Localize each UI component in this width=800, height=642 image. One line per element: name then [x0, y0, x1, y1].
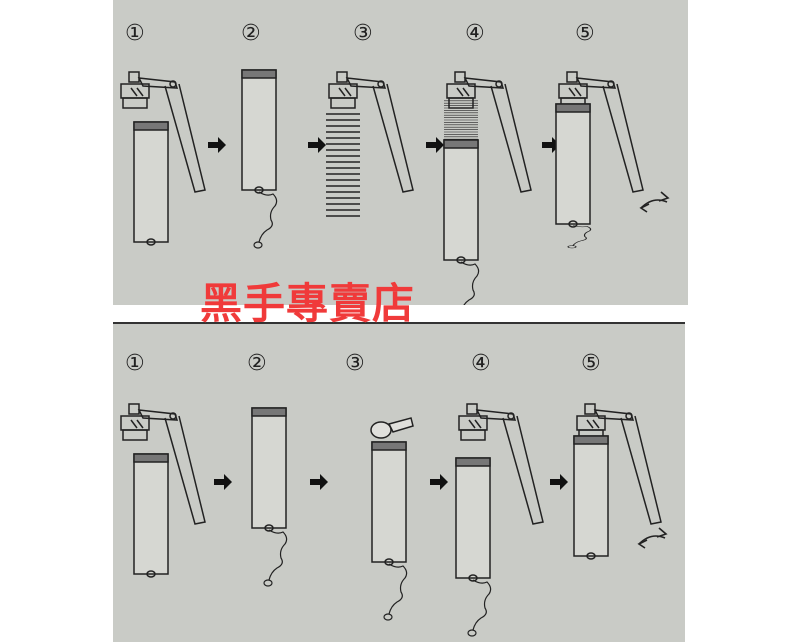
- step-number: ④: [471, 351, 491, 376]
- step-number: ③: [345, 351, 365, 376]
- step-number: ⑤: [575, 21, 595, 46]
- step-number: ②: [247, 351, 267, 376]
- step4-gun-tube: [455, 403, 544, 637]
- step3-gun-spring: [325, 71, 414, 217]
- step3-tube-cap: [370, 417, 414, 621]
- top-instruction-panel: ① ② ③ ④ ⑤: [113, 0, 688, 305]
- step5-assembled: [573, 403, 662, 560]
- arrow-icon: [214, 474, 232, 490]
- arrow-icon: [208, 137, 226, 153]
- top-diagram: ① ② ③ ④ ⑤: [120, 21, 669, 305]
- arrow-icon: [430, 474, 448, 490]
- watermark-text: 黑手專賣店: [200, 279, 416, 328]
- step2-tube: [241, 69, 278, 249]
- step-number: ①: [125, 351, 145, 376]
- step-number: ④: [465, 21, 485, 46]
- rotate-arrow-icon: [640, 191, 669, 213]
- bottom-diagram: ① ② ③ ④ ⑤: [120, 351, 667, 637]
- arrow-icon: [310, 474, 328, 490]
- step1-tube: [133, 453, 169, 578]
- step-number: ③: [353, 21, 373, 46]
- step-number: ⑤: [581, 351, 601, 376]
- step-number: ②: [241, 21, 261, 46]
- rotate-arrow-icon: [638, 527, 667, 549]
- step5-assembled: [555, 71, 644, 249]
- step2-tube: [251, 407, 288, 587]
- arrow-icon: [550, 474, 568, 490]
- arrow-icon: [308, 137, 326, 153]
- step1-tube: [133, 121, 169, 246]
- step-number: ①: [125, 21, 145, 46]
- step4-gun-tube: [443, 71, 532, 305]
- bottom-instruction-panel: ① ② ③ ④ ⑤: [113, 322, 685, 642]
- arrow-icon: [426, 137, 444, 153]
